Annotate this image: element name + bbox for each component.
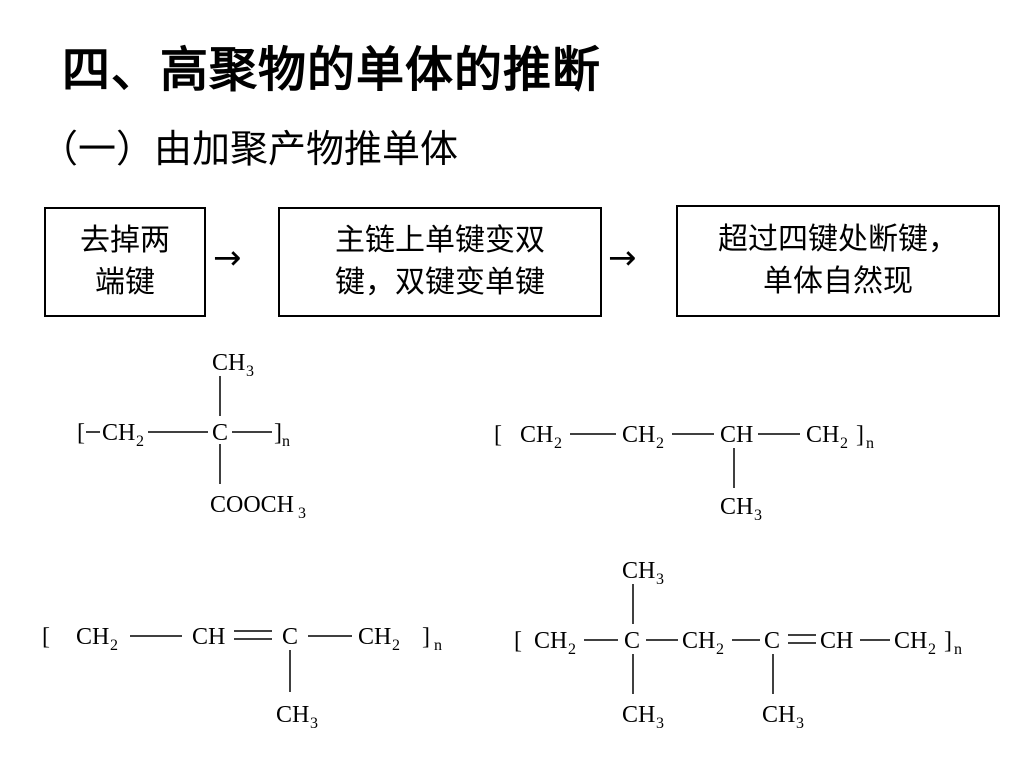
s2-ch3: CH	[720, 494, 753, 520]
s3-ch2-1: CH	[76, 624, 109, 650]
step-box-3: 超过四键处断键， 单体自然现	[676, 205, 1000, 317]
s2-sub-2: 2	[840, 435, 848, 452]
flow-arrow-2: →	[608, 238, 637, 278]
s2-ch2-1: CH	[520, 422, 553, 448]
polymer-structure-3: [ CH 2 CH C CH 2 ] n CH 3	[42, 624, 442, 732]
step-box-2: 主链上单键变双 键，双键变单键	[278, 207, 602, 317]
s4-c-1: C	[624, 628, 640, 654]
s3-c: C	[282, 624, 298, 650]
s4-ch2-2: CH	[682, 628, 715, 654]
s2-bracket-close: ]	[856, 422, 864, 448]
polymer-structure-1: [ CH 2 C ] n CH 3 COOCH 3	[77, 350, 306, 522]
flow-arrow-1: →	[213, 238, 242, 278]
s2-sub-3: 3	[754, 507, 762, 524]
s4-bottom-ch3-1: CH	[622, 702, 655, 728]
s3-bracket-close: ]	[422, 624, 430, 650]
slide-subtitle: （一）由加聚产物推单体	[40, 127, 459, 171]
s2-sub-2: 2	[554, 435, 562, 452]
s2-ch: CH	[720, 422, 753, 448]
s4-ch2-3: CH	[894, 628, 927, 654]
s4-bottom-ch3-2: CH	[762, 702, 795, 728]
s1-bottom-sub-3: 3	[298, 505, 306, 522]
s4-ch: CH	[820, 628, 853, 654]
s1-ch2: CH	[102, 420, 135, 446]
step-3-line-2: 单体自然现	[763, 264, 913, 299]
s4-bracket-open: [	[514, 628, 522, 654]
s4-top-ch3: CH	[622, 558, 655, 584]
step-1-line-2: 端键	[95, 265, 155, 300]
step-2-line-1: 主链上单键变双	[335, 223, 545, 258]
s4-bottom-sub-3-2: 3	[796, 715, 804, 732]
s1-top-sub-3: 3	[246, 363, 254, 380]
s1-sub-2: 2	[136, 433, 144, 450]
step-3-line-1: 超过四键处断键，	[718, 222, 958, 257]
s3-sub-3: 3	[310, 715, 318, 732]
s4-n: n	[954, 641, 962, 658]
s2-bracket-open: [	[494, 422, 502, 448]
s3-ch3: CH	[276, 702, 309, 728]
polymer-structure-4: [ CH 2 C CH 2 C CH CH 2 ] n CH 3 CH 3 CH…	[514, 558, 962, 732]
step-box-1: 去掉两 端键	[44, 207, 206, 317]
s1-bracket-close: ]	[274, 420, 282, 446]
step-2-line-2: 键，双键变单键	[335, 265, 545, 300]
s1-cooch: COOCH	[210, 492, 294, 518]
s1-bracket-open: [	[77, 420, 85, 446]
s3-n: n	[434, 637, 442, 654]
polymer-structure-2: [ CH 2 CH 2 CH CH 2 ] n CH 3	[494, 422, 874, 524]
s4-sub-2: 2	[568, 641, 576, 658]
s3-sub-2: 2	[392, 637, 400, 654]
s2-ch2-3: CH	[806, 422, 839, 448]
s3-sub-2: 2	[110, 637, 118, 654]
s4-top-sub-3: 3	[656, 571, 664, 588]
s1-c: C	[212, 420, 228, 446]
s4-sub-2: 2	[928, 641, 936, 658]
s2-sub-2: 2	[656, 435, 664, 452]
s4-bracket-close: ]	[944, 628, 952, 654]
step-1-line-1: 去掉两	[80, 223, 170, 258]
s1-top-ch: CH	[212, 350, 245, 376]
s4-sub-2: 2	[716, 641, 724, 658]
s3-bracket-open: [	[42, 624, 50, 650]
s2-n: n	[866, 435, 874, 452]
s1-n: n	[282, 433, 290, 450]
s4-ch2-1: CH	[534, 628, 567, 654]
s4-bottom-sub-3-1: 3	[656, 715, 664, 732]
s3-ch2-2: CH	[358, 624, 391, 650]
s4-c-2: C	[764, 628, 780, 654]
s3-ch: CH	[192, 624, 225, 650]
slide-title: 四、高聚物的单体的推断	[62, 42, 602, 98]
s2-ch2-2: CH	[622, 422, 655, 448]
